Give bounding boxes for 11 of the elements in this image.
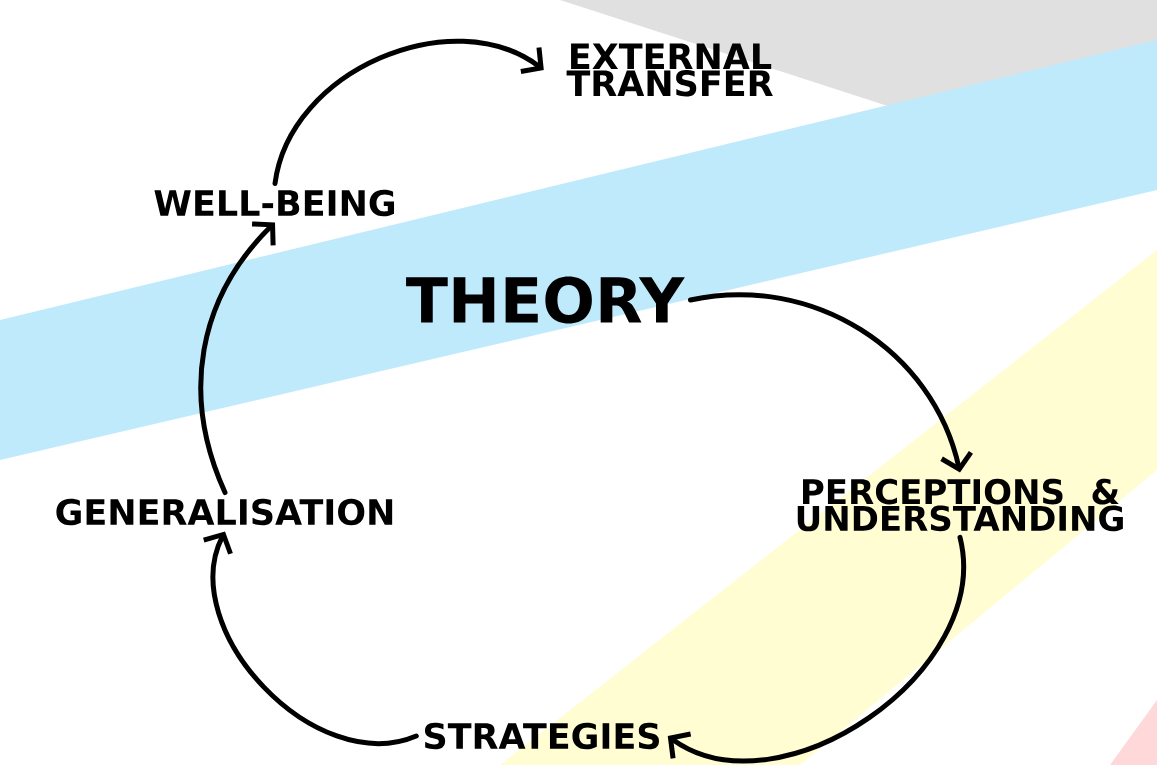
- stage-label: EXTERNAL TRANSFER: [566, 43, 773, 97]
- stage-label: STRATEGIES: [425, 722, 659, 750]
- stage-label: GENERALISATION: [56, 498, 393, 526]
- title-label: THEORY: [406, 276, 685, 324]
- stage-label: PERCEPTIONS & UNDERSTANDING: [797, 478, 1123, 532]
- curved-arrow: [272, 38, 544, 187]
- curved-arrow: [203, 531, 419, 746]
- curved-arrow: [667, 534, 966, 764]
- curved-arrow: [198, 221, 276, 496]
- stage-label: WELL-BEING: [154, 189, 395, 217]
- curved-arrow: [687, 292, 973, 473]
